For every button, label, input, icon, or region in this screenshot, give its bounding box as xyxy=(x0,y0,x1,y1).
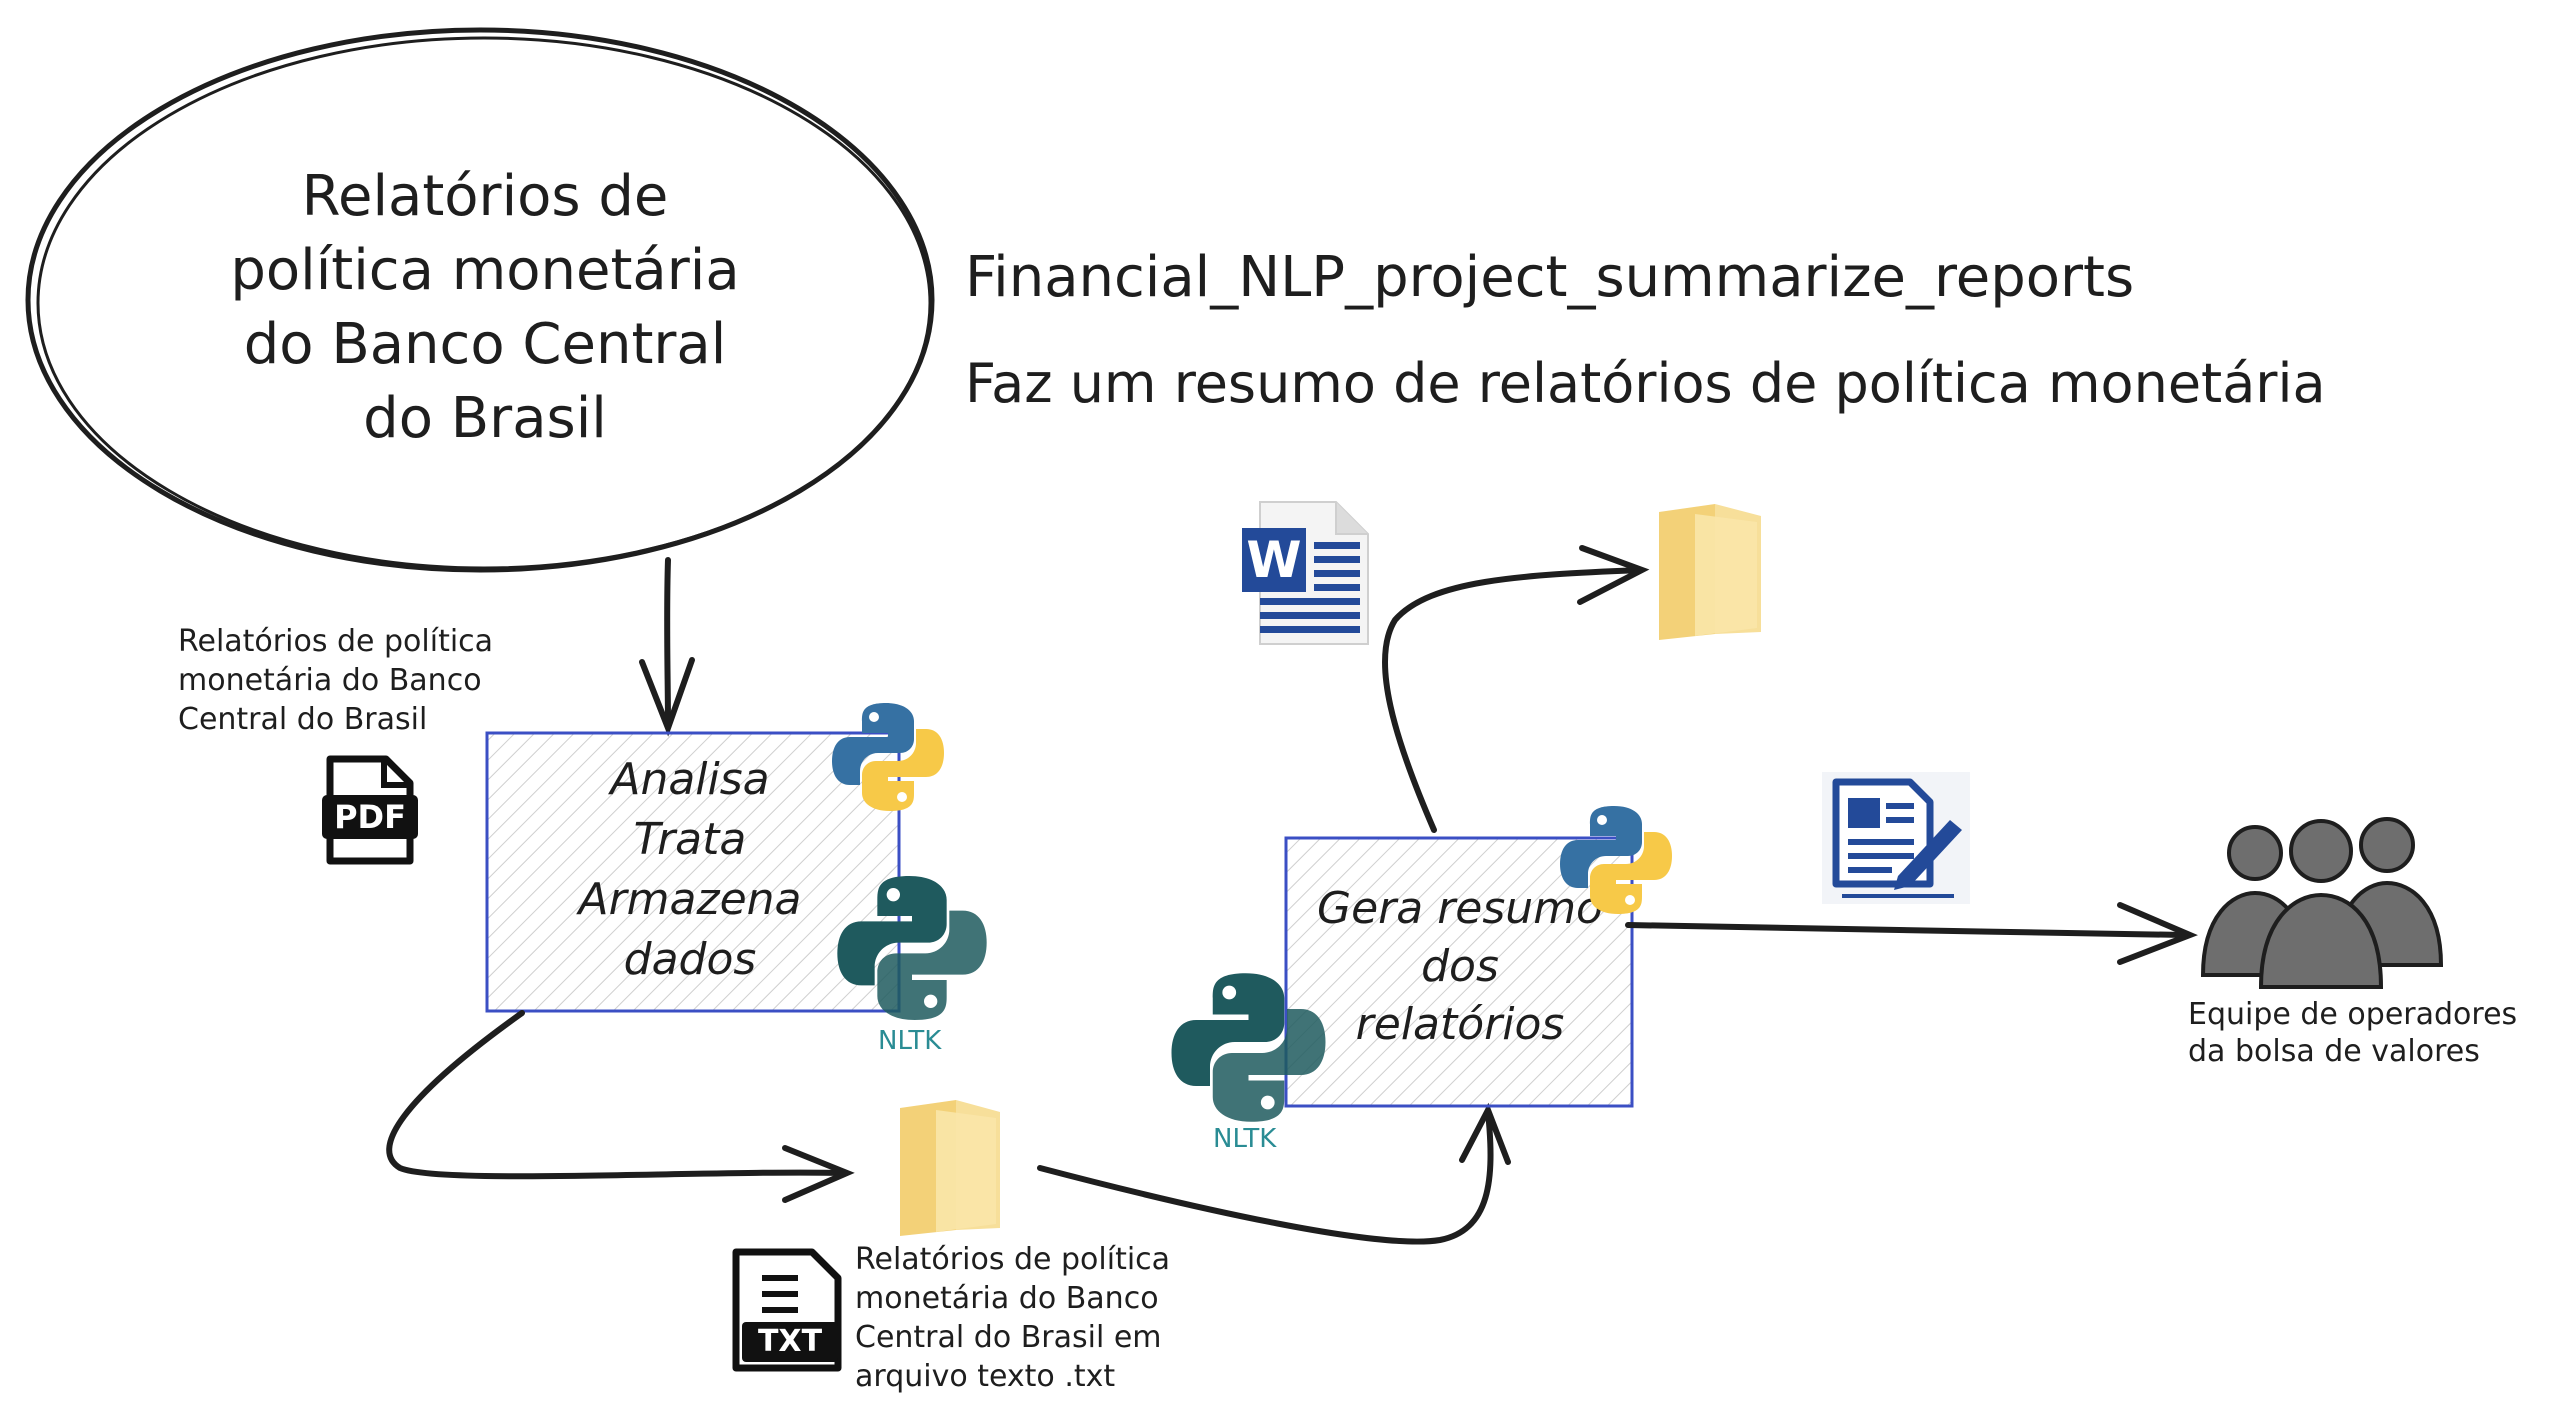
pdf-note: Relatórios de política monetária do Banc… xyxy=(178,622,493,739)
txt-note-line-4: arquivo texto .txt xyxy=(855,1359,1116,1394)
arrow-summary-to-folder xyxy=(1382,545,1650,833)
team-note-line-2: da bolsa de valores xyxy=(2188,1034,2480,1069)
summary-line-1: Gera resumo xyxy=(1317,883,1603,934)
analysis-line-1: Analisa xyxy=(610,754,770,805)
team-note-line-1: Equipe de operadores xyxy=(2188,997,2518,1032)
analysis-line-2: Trata xyxy=(633,814,747,865)
team-note: Equipe de operadores da bolsa de valores xyxy=(2188,996,2517,1070)
pdf-note-line-2: monetária do Banco xyxy=(178,663,482,698)
nltk-logo xyxy=(1166,965,1331,1130)
source-line-4: do Brasil xyxy=(363,386,607,451)
summary-line-3: relatórios xyxy=(1355,999,1565,1050)
pdf-note-line-1: Relatórios de política xyxy=(178,624,494,659)
arrow-analysis-to-txt-folder xyxy=(386,1010,855,1203)
analysis-line-4: dados xyxy=(623,934,757,985)
process-box-analysis xyxy=(485,731,901,1013)
word-icon-letter: W xyxy=(1246,531,1302,589)
process-box-summary-label: Gera resumo dos relatórios xyxy=(1290,880,1630,1054)
pdf-note-line-3: Central do Brasil xyxy=(178,702,428,737)
txt-note-line-2: monetária do Banco xyxy=(855,1281,1159,1316)
nltk-label-2: NLTK xyxy=(1213,1124,1277,1154)
source-line-2: política monetária xyxy=(230,238,740,303)
arrow-txt-folder-to-summary xyxy=(1037,1102,1511,1245)
nltk-label-1: NLTK xyxy=(878,1026,942,1056)
project-title: Financial_NLP_project_summarize_reports xyxy=(965,245,2135,310)
team-people-icon xyxy=(2195,815,2450,990)
arrow-summary-to-team xyxy=(1625,902,2198,965)
folder-icon xyxy=(1655,502,1767,642)
process-box-analysis-label: Analisa Trata Armazena dados xyxy=(540,750,840,990)
txt-note-line-1: Relatórios de política xyxy=(855,1242,1171,1277)
arrow-source-to-analysis xyxy=(639,557,695,737)
folder-icon xyxy=(896,1098,1006,1238)
txt-note-line-3: Central do Brasil em xyxy=(855,1320,1162,1355)
source-line-3: do Banco Central xyxy=(243,312,727,377)
txt-file-icon: TXT xyxy=(728,1248,846,1374)
txt-icon-label: TXT xyxy=(757,1324,823,1359)
nltk-logo xyxy=(832,868,992,1028)
source-line-1: Relatórios de xyxy=(301,164,669,229)
txt-note: Relatórios de política monetária do Banc… xyxy=(855,1240,1170,1396)
report-edit-icon xyxy=(1822,772,1970,904)
analysis-line-3: Armazena xyxy=(578,874,802,925)
pdf-icon-label: PDF xyxy=(334,798,406,836)
pdf-file-icon: PDF xyxy=(322,755,418,867)
python-icon xyxy=(1556,800,1676,920)
python-icon xyxy=(828,697,948,817)
project-subtitle: Faz um resumo de relatórios de política … xyxy=(965,352,2326,415)
source-ellipse xyxy=(25,27,935,573)
summary-line-2: dos xyxy=(1421,941,1499,992)
word-document-icon: W xyxy=(1240,498,1372,648)
source-node-label: Relatórios de política monetária do Banc… xyxy=(185,160,785,456)
